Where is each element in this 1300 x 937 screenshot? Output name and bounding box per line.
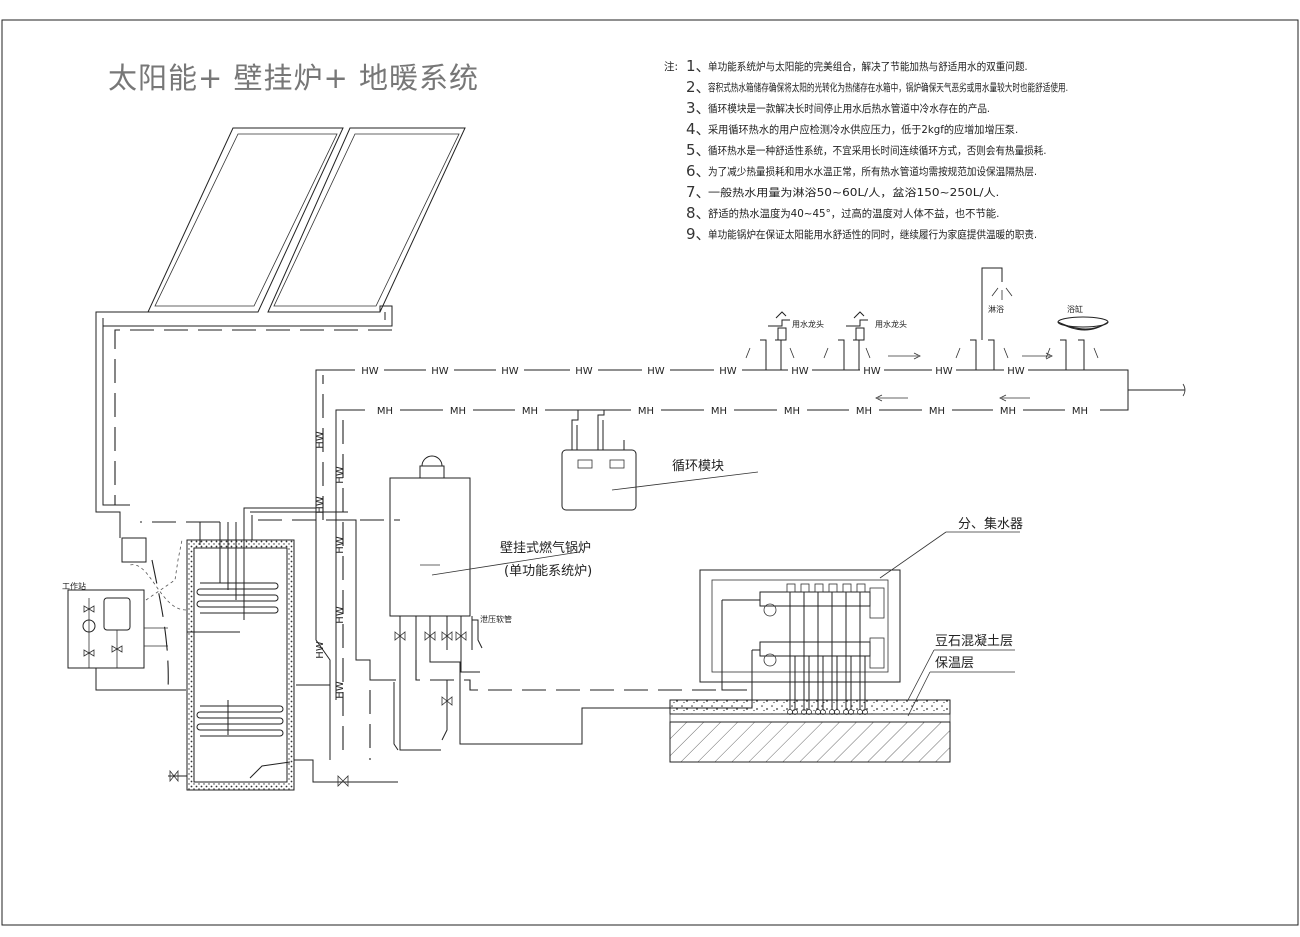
note-number: 1、 — [686, 57, 711, 75]
note-number: 4、 — [686, 120, 711, 138]
faucet-2-label: 用水龙头 — [875, 319, 907, 329]
note-text: 容积式热水箱储存确保将太阳的光转化为热储存在水箱中，锅炉确保天气恶劣或用水量较大… — [708, 81, 1068, 94]
note-number: 3、 — [686, 99, 711, 117]
pipe-label-hw: HW — [361, 366, 379, 377]
pipe-label-mh: MH — [929, 406, 945, 417]
circulation-module-label: 循环模块 — [672, 459, 724, 474]
pipe-label-hw: HW — [315, 431, 326, 449]
pipe-label-mh: MH — [1000, 406, 1016, 417]
pipe-label-mh: MH — [450, 406, 466, 417]
note-number: 7、 — [686, 183, 711, 201]
note-number: 9、 — [686, 225, 711, 243]
solar-collectors — [95, 127, 466, 538]
note-number: 5、 — [686, 141, 711, 159]
basin-label: 浴缸 — [1067, 304, 1083, 314]
risers — [250, 369, 400, 760]
note-text: 单功能系统炉与太阳能的完美组合，解决了节能加热与舒适用水的双重问题. — [708, 60, 1028, 73]
note-text: 单功能锅炉在保证太阳能用水舒适性的同时，继续履行为家庭提供温暖的职责. — [708, 228, 1037, 241]
note-number: 8、 — [686, 204, 711, 222]
pipe-label-mh: MH — [1072, 406, 1088, 417]
insulation-layer-label: 保温层 — [935, 656, 974, 671]
note-number: 6、 — [686, 162, 711, 180]
pipe-label-hw: HW — [335, 466, 346, 484]
work-station: 工作站 — [62, 537, 186, 691]
pipe-label-mh: MH — [711, 406, 727, 417]
pipe-label-hw: HW — [335, 681, 346, 699]
pipe-label-hw: HW — [431, 366, 449, 377]
notes-block: 注: 1、单功能系统炉与太阳能的完美组合，解决了节能加热与舒适用水的双重问题. 2… — [664, 57, 1068, 243]
pipe-label-hw: HW — [335, 536, 346, 554]
pipe-label-hw: HW — [315, 641, 326, 659]
pipe-label-mh: MH — [784, 406, 800, 417]
notes-prefix: 注: — [664, 60, 678, 73]
pipe-label-hw: HW — [335, 606, 346, 624]
shower-label: 淋浴 — [988, 304, 1004, 314]
pipe-label-mh: MH — [856, 406, 872, 417]
relief-pipe-label: 泄压软管 — [480, 614, 512, 624]
fixtures: 用水龙头 用水龙头 淋浴 浴缸 — [745, 267, 1109, 370]
pipe-label-hw: HW — [719, 366, 737, 377]
wall-boiler: 壁挂式燃气锅炉 (单功能系统炉) 泄压软管 — [389, 455, 592, 751]
drawing-border — [1, 19, 1299, 926]
manifold-cabinet: 分、集水器 — [699, 516, 1023, 715]
faucet-1-label: 用水龙头 — [792, 319, 824, 329]
pipe-label-hw: HW — [1007, 366, 1025, 377]
work-station-label: 工作站 — [62, 581, 86, 591]
hot-water-main — [344, 369, 1186, 397]
pipe-label-hw: HW — [935, 366, 953, 377]
pipe-label-mh: MH — [638, 406, 654, 417]
return-main — [350, 390, 1129, 411]
floor-layers: 豆石混凝土层 保温层 — [669, 633, 1015, 763]
flow-arrows — [875, 352, 1053, 402]
circulation-module: 循环模块 — [561, 410, 759, 511]
pipe-label-hw: HW — [501, 366, 519, 377]
storage-tank — [168, 507, 398, 791]
pipe-label-hw: HW — [647, 366, 665, 377]
pipe-label-hw: HW — [791, 366, 809, 377]
note-text: 为了减少热量损耗和用水水温正常，所有热水管道均需按规范加设保温隔热层. — [708, 165, 1037, 178]
note-number: 2、 — [686, 78, 711, 96]
pipe-label-hw: HW — [315, 496, 326, 514]
drawing-title: 太阳能+ 壁挂炉+ 地暖系统 — [108, 61, 479, 95]
pipe-label-mh: MH — [377, 406, 393, 417]
note-text: 采用循环热水的用户应检测冷水供应压力，低于2kgf的应增加增压泵. — [708, 123, 1018, 136]
boiler-name-label: 壁挂式燃气锅炉 — [500, 540, 591, 556]
note-text: 舒适的热水温度为40~45°，过高的温度对人体不益，也不节能. — [708, 207, 999, 220]
pipe-label-mh: MH — [522, 406, 538, 417]
note-text: 循环模块是一款解决长时间停止用水后热水管道中冷水存在的产品. — [708, 102, 990, 115]
pipe-label-hw: HW — [863, 366, 881, 377]
note-text: 循环热水是一种舒适性系统，不宜采用长时间连续循环方式，否则会有热量损耗. — [708, 144, 1046, 157]
boiler-sub-label: (单功能系统炉) — [504, 564, 592, 579]
note-text: 一般热水用量为淋浴50~60L/人，盆浴150~250L/人. — [708, 186, 999, 199]
pipe-label-hw: HW — [575, 366, 593, 377]
concrete-layer-label: 豆石混凝土层 — [935, 633, 1013, 649]
manifold-label: 分、集水器 — [958, 516, 1023, 532]
hw-vertical-labels: HW HW HW HW HW HW HW — [315, 431, 346, 699]
